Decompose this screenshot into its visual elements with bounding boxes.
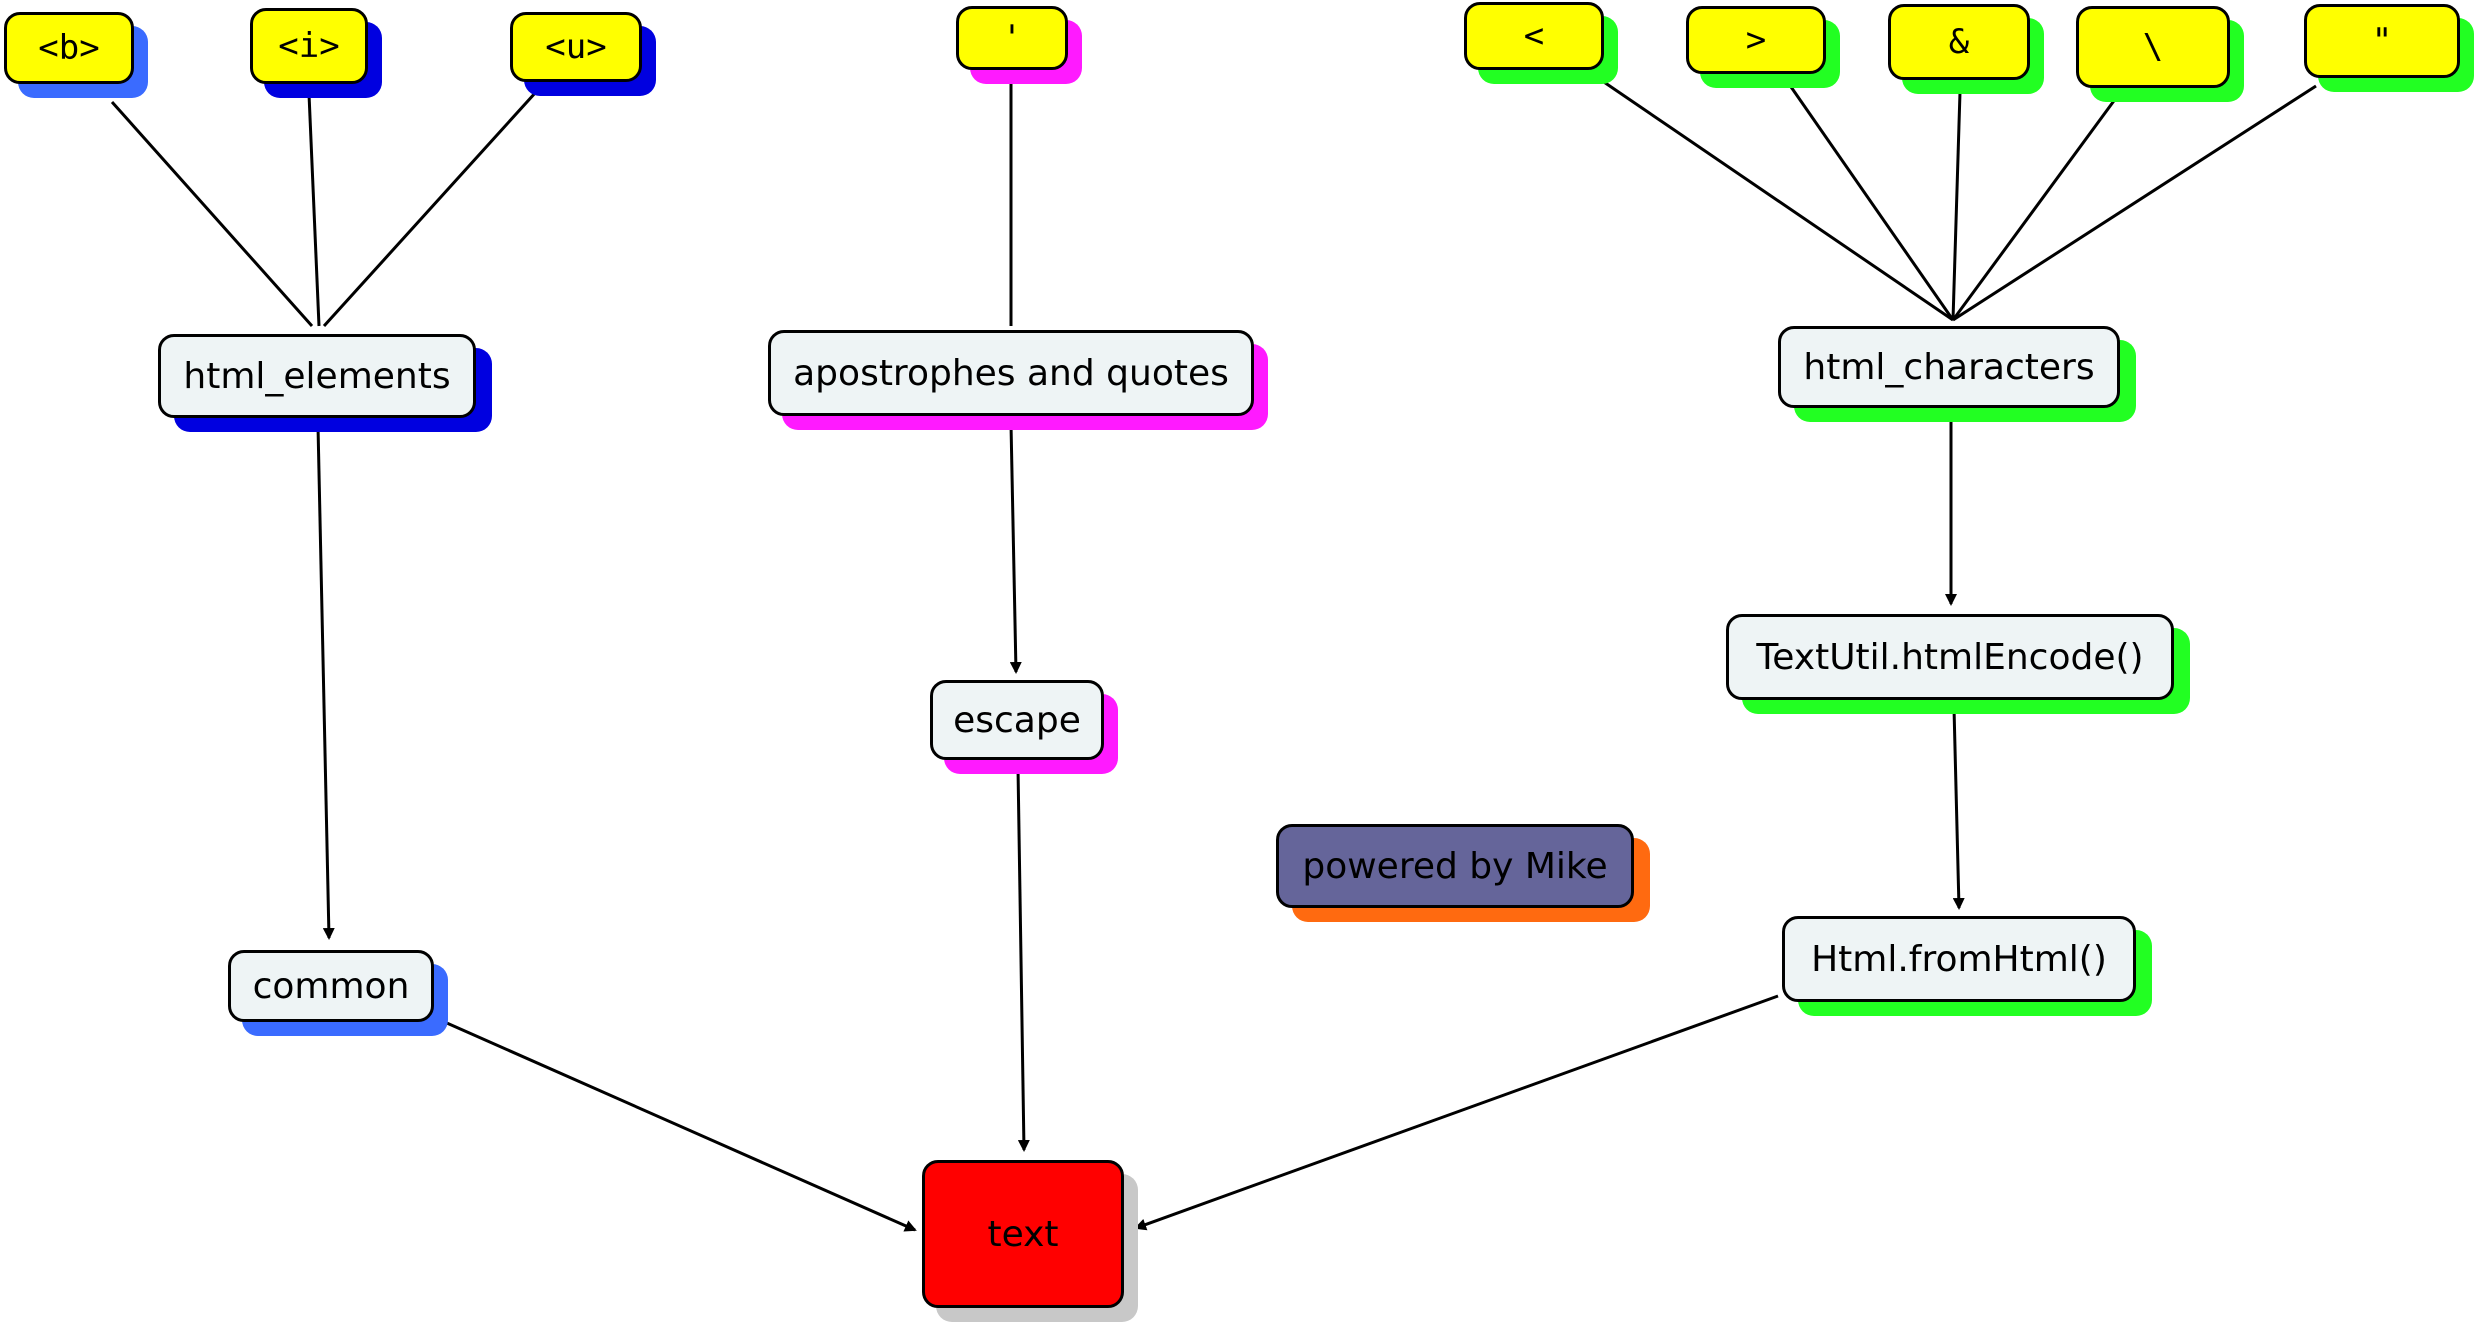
node-html-elements-label: html_elements: [158, 334, 476, 418]
edge-escape-to-text: [1016, 767, 1030, 1152]
edge-html-elements-to-common: [316, 425, 335, 940]
edge-i-to-html-elements: [307, 93, 321, 327]
node-lt-label: <: [1464, 2, 1604, 70]
node-apostrophe-label: ': [956, 6, 1068, 70]
node-b-tag-label: <b>: [4, 12, 134, 84]
edge-fromhtml-to-text: [1134, 994, 1779, 1231]
node-textutil-htmlencode-label: TextUtil.htmlEncode(): [1726, 614, 2174, 700]
node-html-characters-label: html_characters: [1778, 326, 2120, 408]
edge-quote-to-html-characters: [1952, 84, 2317, 322]
node-apostrophes-and-quotes-label: apostrophes and quotes: [768, 330, 1254, 416]
node-backslash-label: \: [2076, 6, 2230, 88]
edge-aq-to-escape: [1009, 423, 1022, 674]
edge-gt-to-html-characters: [1787, 83, 1955, 321]
node-amp-label: &: [1888, 4, 2030, 80]
node-i-tag-label: <i>: [250, 8, 368, 84]
edge-b-to-html-elements: [110, 101, 314, 327]
edge-u-to-html-elements: [322, 90, 538, 328]
edge-common-to-text: [439, 1018, 917, 1232]
node-html-fromhtml-label: Html.fromHtml(): [1782, 916, 2136, 1002]
edge-lt-to-html-characters: [1597, 76, 1954, 322]
node-u-tag-label: <u>: [510, 12, 642, 82]
edge-amp-to-html-characters: [1951, 91, 1962, 321]
node-common-label: common: [228, 950, 434, 1022]
node-powered-by-label: powered by Mike: [1276, 824, 1634, 908]
node-quote-label: ": [2304, 4, 2460, 78]
node-text-label: text: [922, 1160, 1124, 1308]
node-escape-label: escape: [930, 680, 1104, 760]
edge-backslash-to-html-characters: [1951, 97, 2118, 321]
node-gt-label: >: [1686, 6, 1826, 74]
edge-textutil-to-fromhtml: [1952, 707, 1965, 910]
